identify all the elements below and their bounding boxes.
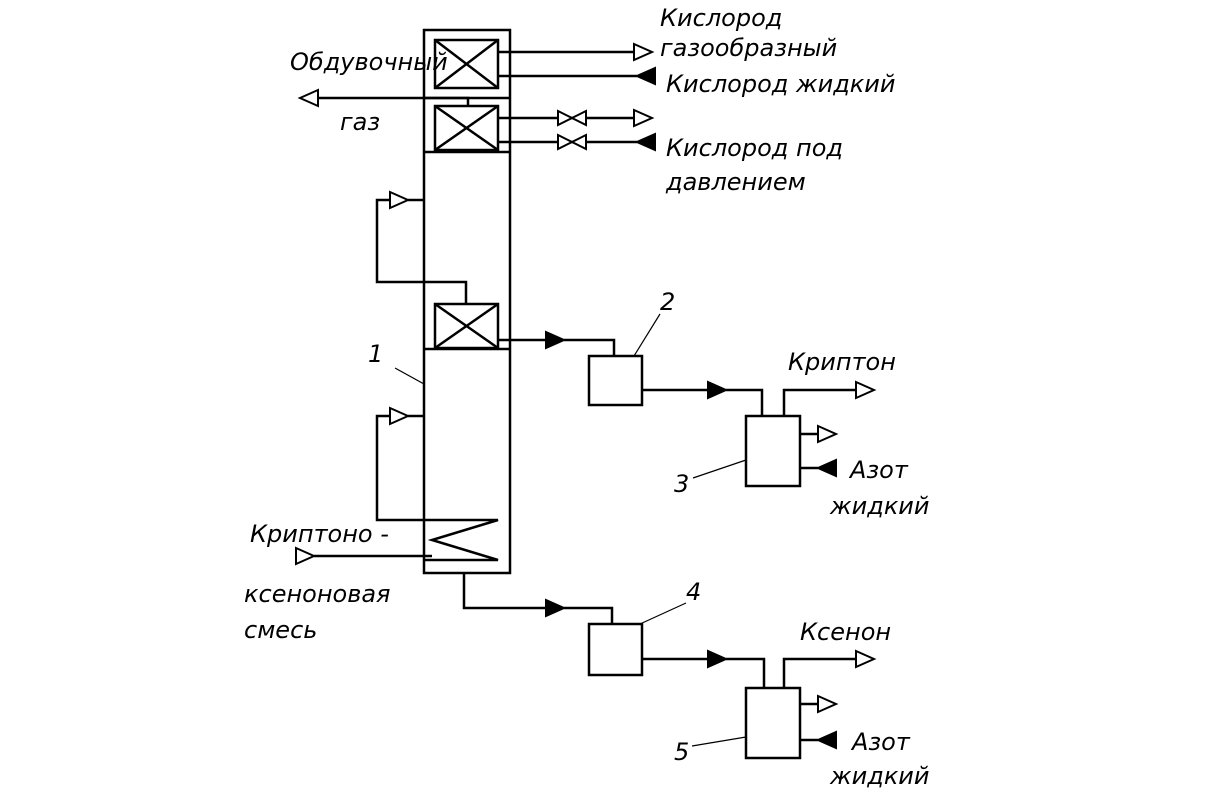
callout-1: 1 bbox=[368, 340, 383, 368]
callout-5: 5 bbox=[674, 738, 689, 766]
valve-icon bbox=[569, 133, 587, 151]
apparatus-4 bbox=[587, 622, 644, 677]
label-oxygen-liquid: Кислород жидкий bbox=[666, 70, 896, 98]
label-oxygen-gas-2: газообразный bbox=[660, 34, 837, 62]
label-purge-gas-1: Обдувочный bbox=[290, 48, 448, 76]
valve-icon bbox=[569, 109, 587, 127]
apparatus-5 bbox=[744, 686, 802, 760]
apparatus-3 bbox=[744, 414, 802, 488]
label-nitrogen-1-a: Азот bbox=[848, 456, 909, 484]
leader-2 bbox=[633, 313, 661, 357]
callout-4: 4 bbox=[686, 578, 701, 606]
valve-icon bbox=[557, 109, 575, 127]
purge-gas-line bbox=[297, 88, 470, 108]
callout-3: 3 bbox=[674, 470, 689, 498]
callout-2: 2 bbox=[660, 288, 675, 316]
label-feed-2: ксеноновая bbox=[244, 580, 391, 608]
heat-exchanger-lower bbox=[433, 302, 500, 350]
oxygen-pressure-line-out bbox=[498, 108, 655, 128]
heat-exchanger-top bbox=[433, 38, 500, 90]
label-nitrogen-2-b: жидкий bbox=[829, 762, 930, 788]
oxygen-pressure-line-in bbox=[498, 132, 656, 152]
xenon-branch bbox=[462, 573, 877, 760]
label-oxygen-gas-1: Кислород bbox=[660, 4, 782, 32]
oxygen-gas-line bbox=[498, 42, 655, 62]
label-feed-1: Криптоно - bbox=[250, 520, 389, 548]
krypton-branch bbox=[498, 330, 877, 488]
label-nitrogen-2-a: Азот bbox=[850, 728, 911, 756]
leader-5 bbox=[691, 736, 747, 747]
label-oxygen-pressure-1: Кислород под bbox=[666, 134, 843, 162]
label-feed-3: смесь bbox=[244, 616, 317, 644]
label-krypton: Криптон bbox=[788, 348, 896, 376]
label-nitrogen-1-b: жидкий bbox=[829, 492, 930, 520]
apparatus-2 bbox=[587, 354, 644, 407]
oxygen-liquid-line bbox=[498, 66, 656, 86]
label-oxygen-pressure-2: давлением bbox=[665, 168, 806, 196]
leader-4 bbox=[639, 602, 687, 625]
leader-3 bbox=[692, 459, 747, 479]
coil-heater bbox=[424, 518, 499, 562]
heat-exchanger-middle bbox=[433, 104, 500, 152]
valve-icon bbox=[557, 133, 575, 151]
feed-line bbox=[295, 546, 432, 566]
label-xenon: Ксенон bbox=[800, 618, 891, 646]
leader-1 bbox=[394, 367, 425, 385]
label-purge-gas-2: газ bbox=[340, 108, 380, 136]
upper-loop bbox=[375, 190, 468, 304]
lower-loop bbox=[375, 406, 424, 522]
